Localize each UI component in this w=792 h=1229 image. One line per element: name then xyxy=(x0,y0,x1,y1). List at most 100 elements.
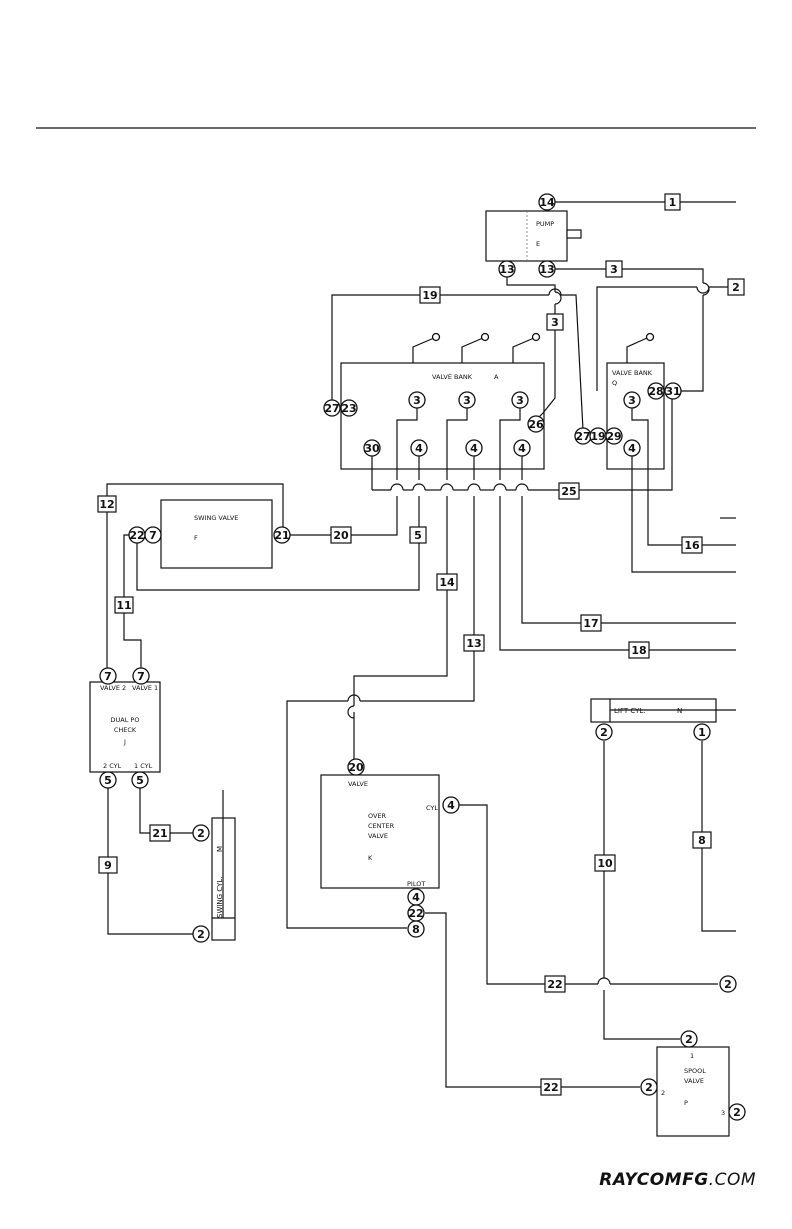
svg-text:3: 3 xyxy=(516,394,524,407)
hose-tag: 1 xyxy=(664,193,681,211)
dual-po-line2: CHECK xyxy=(114,726,137,734)
port-tag: 2 xyxy=(728,1103,746,1121)
hose-tag: 17 xyxy=(580,614,602,632)
swing-cyl-m: SWING CYL. M xyxy=(211,790,236,941)
svg-text:2: 2 xyxy=(724,978,732,991)
svg-text:31: 31 xyxy=(665,385,680,398)
pump-e: PUMP E xyxy=(485,210,582,262)
ocv-line2: CENTER xyxy=(368,822,395,830)
svg-text:18: 18 xyxy=(631,644,646,657)
svg-text:23: 23 xyxy=(341,402,356,415)
svg-text:3: 3 xyxy=(413,394,421,407)
svg-text:28: 28 xyxy=(648,385,663,398)
svg-text:22: 22 xyxy=(543,1081,558,1094)
svg-text:26: 26 xyxy=(528,418,544,431)
svg-text:1: 1 xyxy=(698,726,706,739)
svg-text:4: 4 xyxy=(415,442,423,455)
lift-cyl-n: LIFT CYL. N xyxy=(590,698,736,723)
port-tag: 7 xyxy=(132,667,150,685)
port-tag: 13 xyxy=(538,260,556,278)
port-tag: 8 xyxy=(407,920,425,938)
svg-text:3: 3 xyxy=(551,316,559,329)
svg-text:21: 21 xyxy=(274,529,289,542)
svg-text:8: 8 xyxy=(698,834,706,847)
port-tag: 31 xyxy=(664,382,682,400)
hose-tag: 3 xyxy=(605,260,623,278)
hose-tag: 8 xyxy=(692,831,712,849)
pump-shaft xyxy=(566,229,582,239)
port-label-cyl2: 2 CYL xyxy=(103,762,122,770)
svg-text:10: 10 xyxy=(597,857,613,870)
svg-text:1: 1 xyxy=(669,196,677,209)
port-label-valve1: VALVE 1 xyxy=(132,684,158,692)
ocv-line3: VALVE xyxy=(368,832,388,840)
spool-line1: SPOOL xyxy=(684,1067,706,1075)
svg-text:2: 2 xyxy=(685,1033,693,1046)
svg-text:19: 19 xyxy=(422,289,437,302)
svg-text:13: 13 xyxy=(539,263,554,276)
port-tag: 2 xyxy=(680,1030,698,1048)
svg-text:27: 27 xyxy=(324,402,339,415)
port-tag: 30 xyxy=(363,439,381,457)
ocv-port-pilot: PILOT xyxy=(407,880,425,888)
svg-text:3: 3 xyxy=(628,394,636,407)
hose-tag: 16 xyxy=(681,536,703,554)
dual-po-check-j: VALVE 2 VALVE 1 DUAL PO CHECK J 2 CYL 1 … xyxy=(89,681,161,773)
swing-valve-f: SWING VALVE F xyxy=(160,499,273,569)
svg-text:30: 30 xyxy=(364,442,380,455)
svg-text:4: 4 xyxy=(470,442,478,455)
dual-po-id: J xyxy=(123,738,126,746)
valve-bank-a-id: A xyxy=(494,373,499,381)
spool-line2: VALVE xyxy=(684,1077,704,1085)
port-tag: 13 xyxy=(498,260,516,278)
hose-tags: 1 3 19 3 2 25 20 5 12 11 14 13 16 17 18 … xyxy=(97,193,745,1096)
port-tag: 2 xyxy=(192,824,210,842)
port-tag: 5 xyxy=(131,771,149,789)
port-tag: 4 xyxy=(442,796,460,814)
port-tag: 2 xyxy=(595,723,613,741)
brand-name: RAYCOMFG xyxy=(599,1170,709,1190)
hose-tag: 21 xyxy=(149,824,171,842)
port-tag: 22 xyxy=(407,904,425,922)
ocv-id: K xyxy=(368,854,373,862)
hose-tag: 18 xyxy=(628,641,650,659)
port-tag: 4 xyxy=(513,439,531,457)
port-tag: 2 xyxy=(640,1078,658,1096)
svg-text:3: 3 xyxy=(610,263,618,276)
svg-text:3: 3 xyxy=(463,394,471,407)
port-tag: 2 xyxy=(719,975,737,993)
svg-text:14: 14 xyxy=(439,576,455,589)
port-tag: 4 xyxy=(407,888,425,906)
hose-tag: 13 xyxy=(463,634,485,652)
svg-text:2: 2 xyxy=(645,1081,653,1094)
port-tag: 3 xyxy=(511,391,529,409)
ocv-line1: OVER xyxy=(368,812,387,820)
port-tag: 20 xyxy=(347,758,365,776)
swing-cyl-label: SWING CYL. xyxy=(216,877,224,918)
pump-id: E xyxy=(536,240,540,248)
port-tag: 7 xyxy=(144,526,162,544)
svg-text:4: 4 xyxy=(412,891,420,904)
spool-valve-p: 1 2 3 SPOOL VALVE P xyxy=(656,1046,730,1137)
pump-label: PUMP xyxy=(536,220,554,228)
spool-port1: 1 xyxy=(690,1052,694,1060)
svg-text:4: 4 xyxy=(447,799,455,812)
port-tag: 19 xyxy=(589,427,607,445)
hose-tag: 20 xyxy=(330,526,352,544)
svg-text:14: 14 xyxy=(539,196,555,209)
ocv-port-valve: VALVE xyxy=(348,780,368,788)
svg-text:20: 20 xyxy=(333,529,349,542)
port-tag: 5 xyxy=(99,771,117,789)
spool-id: P xyxy=(684,1099,688,1107)
hose-tag: 5 xyxy=(409,526,427,544)
svg-text:20: 20 xyxy=(348,761,364,774)
spool-port3: 3 xyxy=(721,1109,725,1117)
hose-tag: 14 xyxy=(436,573,458,591)
swing-cyl-id: M xyxy=(216,846,224,852)
svg-text:27: 27 xyxy=(575,430,590,443)
valve-bank-a-label: VALVE BANK xyxy=(432,373,473,381)
svg-text:2: 2 xyxy=(197,928,205,941)
hose-tag: 12 xyxy=(97,495,117,513)
hose-tag: 11 xyxy=(114,596,134,614)
